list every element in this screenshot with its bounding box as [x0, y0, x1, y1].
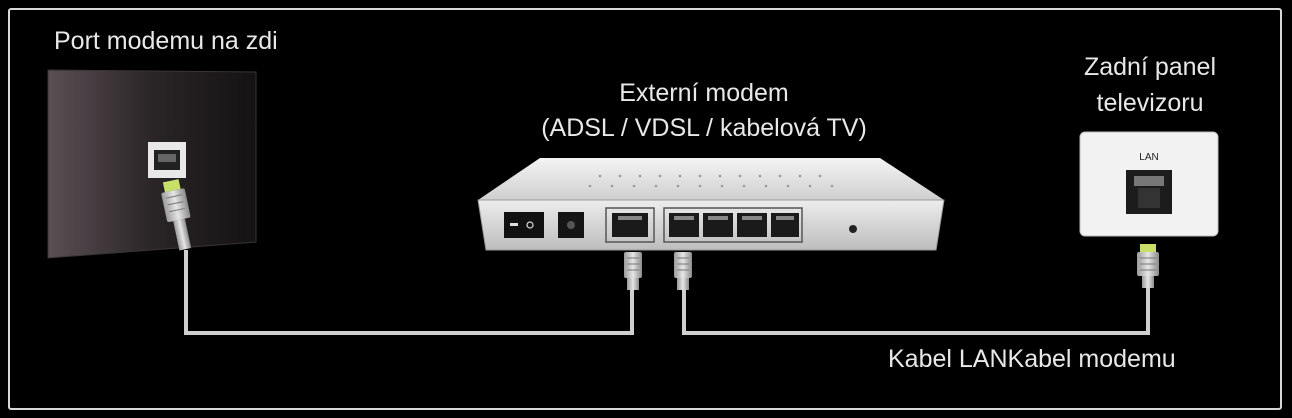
tv-label-line2: televizoru: [1096, 89, 1204, 117]
modem-label-line1: Externí modem: [619, 79, 789, 107]
modem-plug-lan: [674, 252, 692, 290]
tv-back-panel: LAN: [1079, 131, 1219, 237]
tv-label-line1: Zadní panel: [1083, 53, 1217, 81]
wall-plug-connector: [161, 179, 192, 251]
reset-hole: [849, 225, 857, 233]
wall-port-label: Port modemu na zdi: [54, 27, 278, 55]
cables-label: Kabel LANKabel modemu: [888, 345, 1176, 373]
modem-plug-wan: [624, 252, 642, 290]
external-modem: [477, 158, 945, 251]
modem-label-line2: (ADSL / VDSL / kabelová TV): [541, 114, 867, 142]
cable-wall-to-modem: [184, 250, 634, 335]
wall-panel: [47, 69, 257, 259]
cable-modem-to-tv: [682, 285, 1150, 335]
tv-plug-connector: [1137, 244, 1159, 288]
tv-lan-label: LAN: [1139, 152, 1158, 163]
